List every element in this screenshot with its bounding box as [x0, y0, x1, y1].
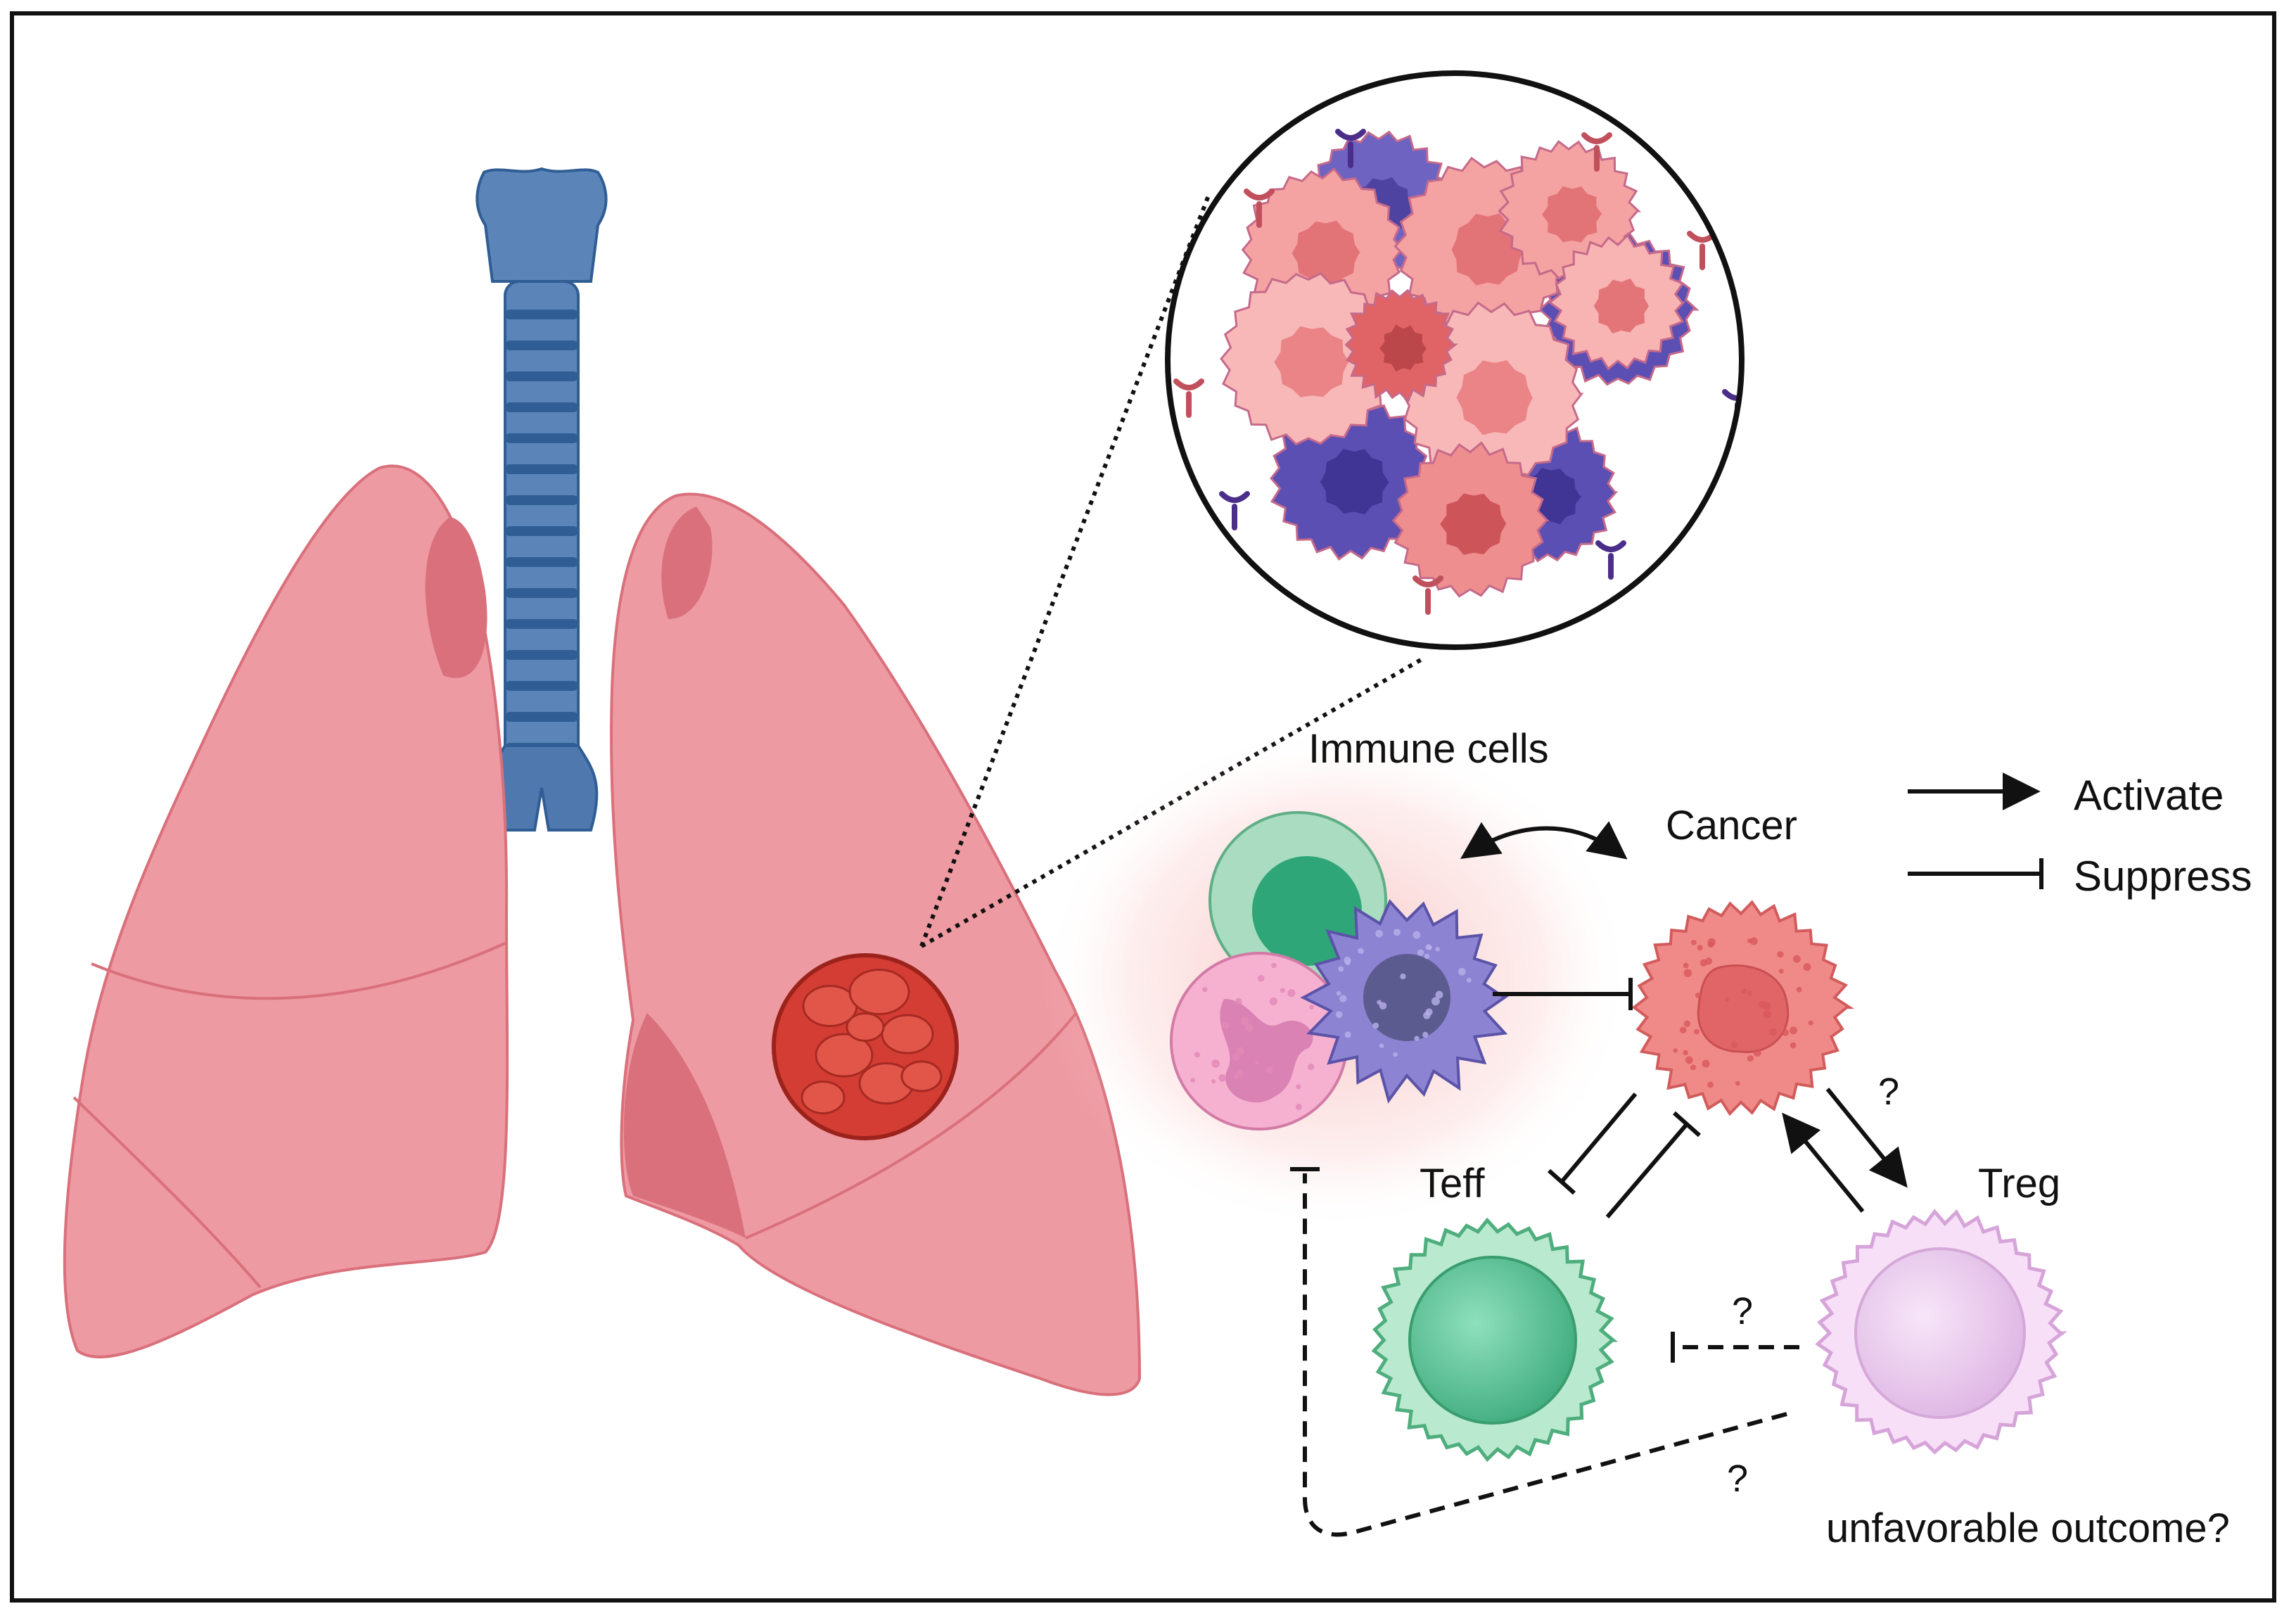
zoom-line-bottom — [920, 656, 1426, 948]
teff-cell — [1371, 1217, 1619, 1463]
legend-activate-label: Activate — [2074, 772, 2224, 819]
tumor-microenvironment-zoom — [1165, 70, 1745, 650]
suppress-teff-to-cancer — [1605, 1123, 1689, 1218]
left-lung — [63, 464, 509, 1358]
suppress-treg-to-immune — [1303, 1173, 1787, 1537]
trachea — [476, 167, 608, 832]
activate-treg-to-cancer — [1782, 1112, 1865, 1213]
suppress-cancer-to-teff — [1560, 1093, 1638, 1183]
lung-tumor — [772, 953, 959, 1140]
question-mark-treg-teff: ? — [1732, 1290, 1753, 1332]
bidirectional-arrow-immune-cancer — [1460, 821, 1628, 860]
treg-label: Treg — [1978, 1161, 2060, 1206]
cancer-cell — [1631, 900, 1855, 1116]
question-mark-treg-immune: ? — [1727, 1458, 1748, 1500]
cancer-label: Cancer — [1666, 803, 1797, 848]
neutrophil-cell — [1170, 952, 1348, 1130]
teff-label: Teff — [1420, 1161, 1485, 1206]
legend-suppress-label: Suppress — [2074, 853, 2252, 900]
right-lung — [610, 492, 1142, 1396]
immune-cells-cluster — [1041, 725, 1632, 1231]
activate-cancer-to-treg — [1825, 1088, 1908, 1188]
legend: Activate Suppress — [1908, 772, 2252, 900]
figure-frame — [10, 11, 2276, 1603]
interaction-arrows — [1290, 821, 1908, 1537]
macrophage-cell — [1300, 898, 1510, 1104]
outcome-label: unfavorable outcome? — [1826, 1505, 2230, 1551]
treg-cell — [1815, 1209, 2068, 1455]
immune-cells-label: Immune cells — [1308, 726, 1549, 772]
question-mark-cancer-treg: ? — [1878, 1071, 1899, 1113]
lungs-illustration — [63, 167, 1142, 1396]
